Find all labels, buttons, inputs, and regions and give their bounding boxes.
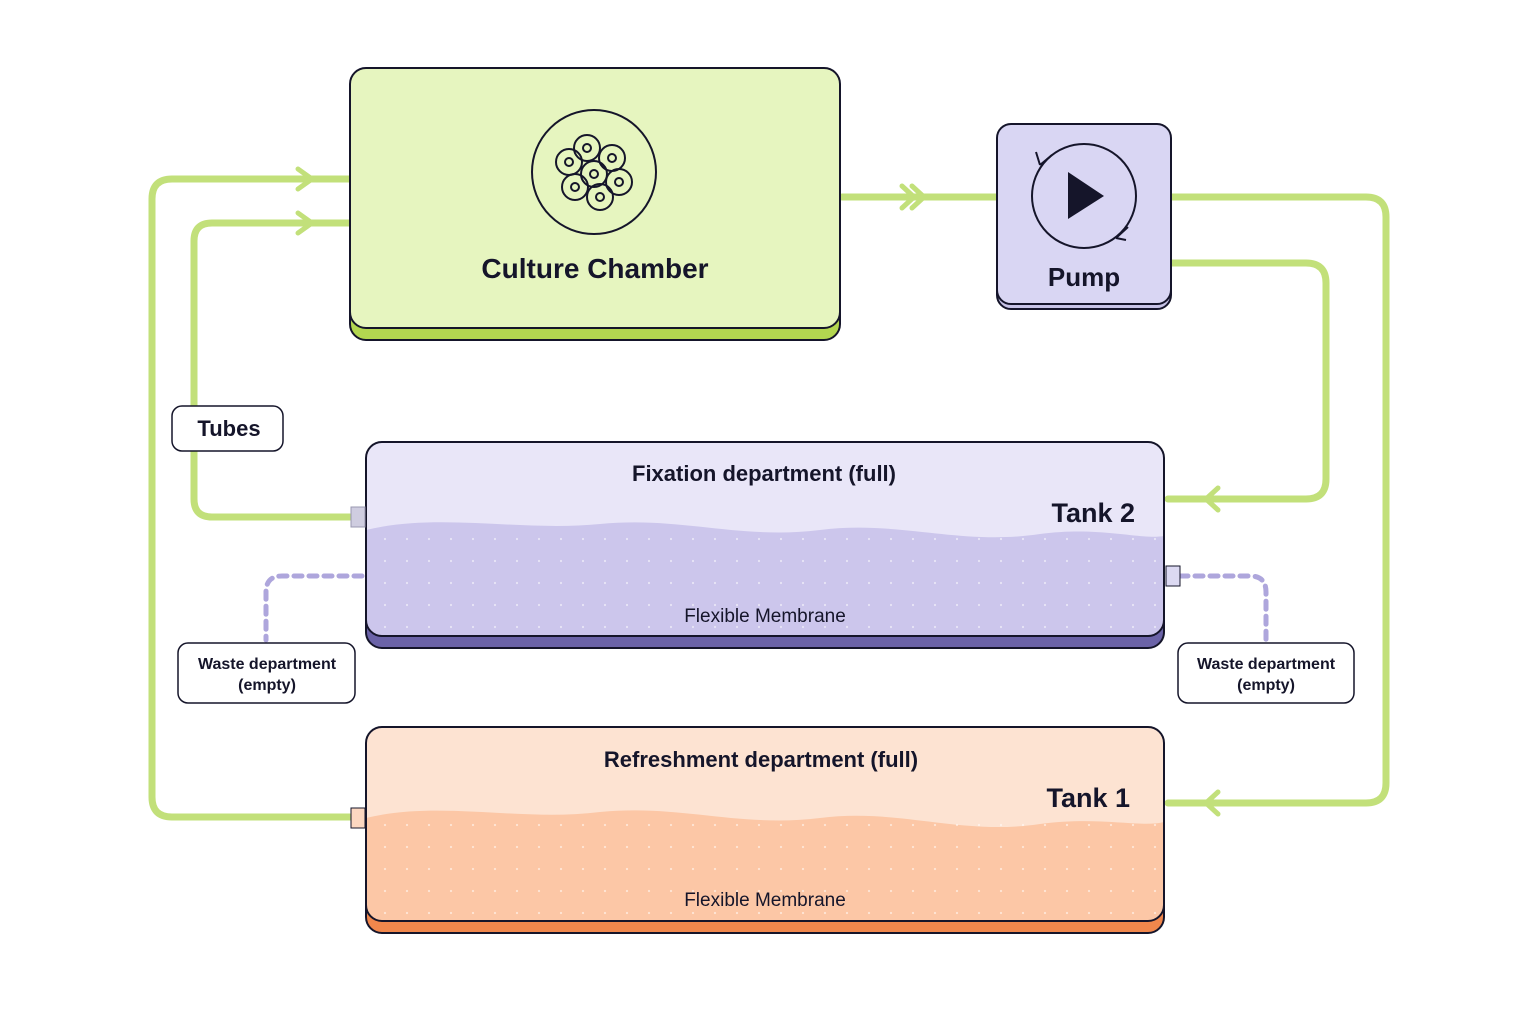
tube-tank1-to-chamber (148, 175, 354, 821)
waste-lines (263, 573, 1269, 643)
waste-line-left (263, 573, 365, 643)
tubes-label-box: Tubes (171, 405, 284, 452)
waste-department-left: Waste department (empty) (177, 642, 356, 704)
flow-arrows (295, 166, 1221, 817)
play-cycle-icon (1031, 143, 1137, 249)
waste-left-line2: (empty) (238, 677, 296, 694)
tubes-label: Tubes (197, 416, 260, 441)
tank-1-department: Refreshment department (full) (604, 747, 918, 772)
tank-1-name: Tank 1 (1046, 783, 1130, 813)
tank-2-department: Fixation department (full) (632, 461, 896, 486)
tank-1: Refreshment department (full) Tank 1 Fle… (350, 726, 1165, 934)
tank-2-membrane: Flexible Membrane (684, 606, 846, 627)
tubes (148, 175, 1390, 821)
waste-right-line2: (empty) (1237, 677, 1295, 694)
arrow-left-icon (1203, 789, 1221, 817)
waste-line-right (1177, 573, 1269, 643)
waste-right-line1: Waste department (1197, 656, 1336, 673)
arrow-left-icon (1203, 485, 1221, 513)
tube-pump-to-tank1 (1164, 193, 1390, 807)
tube-pump-to-tank2 (1164, 259, 1330, 503)
arrow-double-right-icon (899, 183, 927, 211)
tank-2: Fixation department (full) Tank 2 Flexib… (350, 441, 1181, 649)
tank-1-membrane: Flexible Membrane (684, 890, 846, 911)
culture-chamber: Culture Chamber (349, 67, 841, 341)
arrow-right-icon (295, 166, 315, 192)
waste-left-line1: Waste department (198, 656, 337, 673)
tube-tank2-to-chamber (190, 219, 354, 521)
culture-chamber-label: Culture Chamber (481, 253, 708, 284)
tank-2-name: Tank 2 (1051, 498, 1135, 528)
waste-department-right: Waste department (empty) (1177, 642, 1355, 704)
cells-icon (531, 109, 657, 235)
arrow-right-icon (295, 210, 315, 236)
pump: Pump (996, 123, 1172, 310)
pump-label: Pump (1048, 262, 1120, 292)
